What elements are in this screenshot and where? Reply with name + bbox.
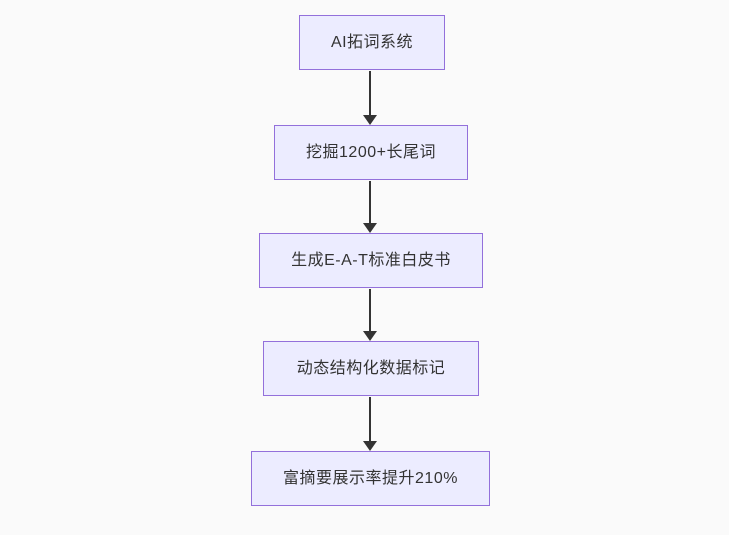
edge-line-4-5	[369, 397, 371, 442]
arrowhead-down-icon	[363, 331, 377, 341]
arrowhead-down-icon	[363, 441, 377, 451]
flowchart-node-step-1: AI拓词系统	[299, 15, 445, 70]
edge-line-1-2	[369, 71, 371, 116]
flowchart-node-step-2: 挖掘1200+长尾词	[274, 125, 468, 180]
node-label: AI拓词系统	[330, 33, 414, 51]
node-label: 生成E-A-T标准白皮书	[291, 251, 451, 269]
node-label: 富摘要展示率提升210%	[283, 469, 458, 487]
edge-line-3-4	[369, 289, 371, 332]
flowchart-node-step-4: 动态结构化数据标记	[263, 341, 479, 396]
flowchart-node-step-3: 生成E-A-T标准白皮书	[259, 233, 483, 288]
flowchart-node-step-5: 富摘要展示率提升210%	[251, 451, 490, 506]
arrowhead-down-icon	[363, 115, 377, 125]
edge-line-2-3	[369, 181, 371, 224]
node-label: 挖掘1200+长尾词	[306, 143, 436, 161]
node-label: 动态结构化数据标记	[296, 359, 446, 377]
arrowhead-down-icon	[363, 223, 377, 233]
